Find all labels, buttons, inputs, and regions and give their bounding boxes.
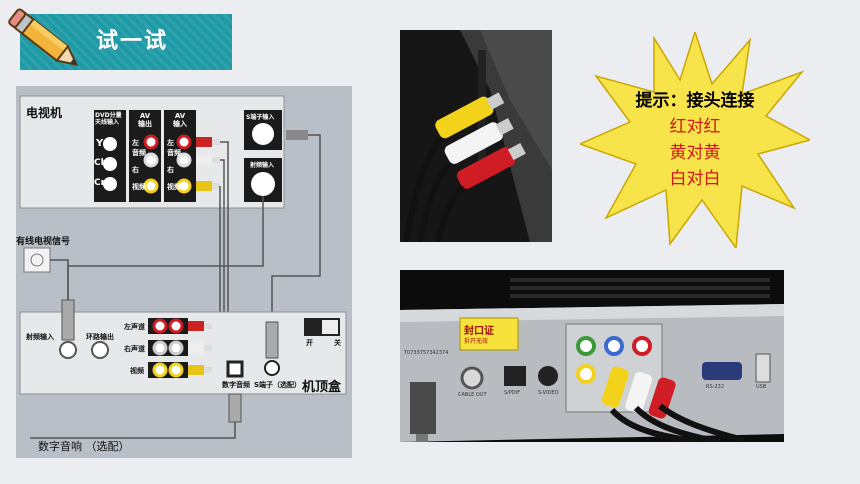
cb-label: Cb xyxy=(94,158,108,168)
usb-label: USB xyxy=(756,384,767,390)
tip-starburst xyxy=(580,32,810,248)
barcode-text: T0733757342374 xyxy=(404,350,449,356)
svideo-label: S-VIDEO xyxy=(538,390,559,396)
digital-speaker-label: 数字音响 （选配） xyxy=(38,440,130,453)
switch-off-label: 关 xyxy=(334,339,341,347)
seal-sticker-line1: 封口证 xyxy=(464,326,494,337)
av-out-header: AV 输出 xyxy=(138,112,152,128)
stb-right-ch-label: 右声道 xyxy=(124,345,145,353)
pencil-icon xyxy=(8,8,79,66)
tv-label: 电视机 xyxy=(26,106,63,120)
av-in-header: AV 输入 xyxy=(173,112,187,128)
dvd-header: DVD分量 天线输入 xyxy=(95,112,122,126)
av-out-audio: 音频 xyxy=(132,149,146,157)
av-in-video: 视频 xyxy=(167,183,181,191)
rs232-label: RS-232 xyxy=(706,384,724,390)
tip-text: 提示：接头连接 红对红 黄对黄 白对白 xyxy=(590,88,800,192)
rca-cable-illustration xyxy=(400,30,552,242)
stb-label: 机顶盒 xyxy=(302,380,342,395)
av-out-left: 左 xyxy=(132,139,139,147)
s-in-header: S端子输入 xyxy=(246,114,275,121)
wiring-lines xyxy=(19,95,347,439)
page-title: 试一试 xyxy=(96,29,169,54)
cable-out-label: CABLE OUT xyxy=(458,392,487,398)
tv-rf-in-label: 射频输入 xyxy=(250,162,275,169)
y-label: Y xyxy=(96,138,104,149)
cr-label: Cr xyxy=(94,178,106,188)
tip-line-red: 红对红 xyxy=(669,117,721,137)
stb-loop-out-label: 环路输出 xyxy=(86,333,114,341)
rca-cable-photo xyxy=(400,30,552,242)
stb-rear-illustration xyxy=(400,270,784,442)
stb-rf-in-label: 射频输入 xyxy=(26,333,54,341)
av-out-right: 右 xyxy=(132,166,139,174)
cable-signal-label: 有线电视信号 xyxy=(16,237,71,247)
stb-left-ch-label: 左声道 xyxy=(124,323,145,331)
seal-sticker-line2: 拆开无效 xyxy=(464,338,489,345)
wiring-diagram: 电视机 DVD分量 天线输入 AV 输出 AV 输入 S端子输入 射频输入 Y … xyxy=(16,86,352,458)
av-in-left: 左 xyxy=(167,139,174,147)
stb-rear-photo: 封口证 拆开无效 T0733757342374 CABLE OUT S/PDIF… xyxy=(400,270,784,442)
av-in-audio: 音频 xyxy=(167,149,181,157)
tip-line-white: 白对白 xyxy=(669,169,721,189)
spdif-label: S/PDIF xyxy=(504,390,521,396)
switch-on-label: 开 xyxy=(306,339,313,347)
stb-video-label: 视频 xyxy=(130,367,144,375)
av-in-right: 右 xyxy=(167,166,174,174)
s-terminal-label: S端子（选配） xyxy=(254,381,302,389)
av-out-video: 视频 xyxy=(132,183,146,191)
digital-audio-label: 数字音频 xyxy=(222,381,250,389)
tip-line-yellow: 黄对黄 xyxy=(669,143,721,163)
tip-heading: 提示：接头连接 xyxy=(635,91,755,111)
